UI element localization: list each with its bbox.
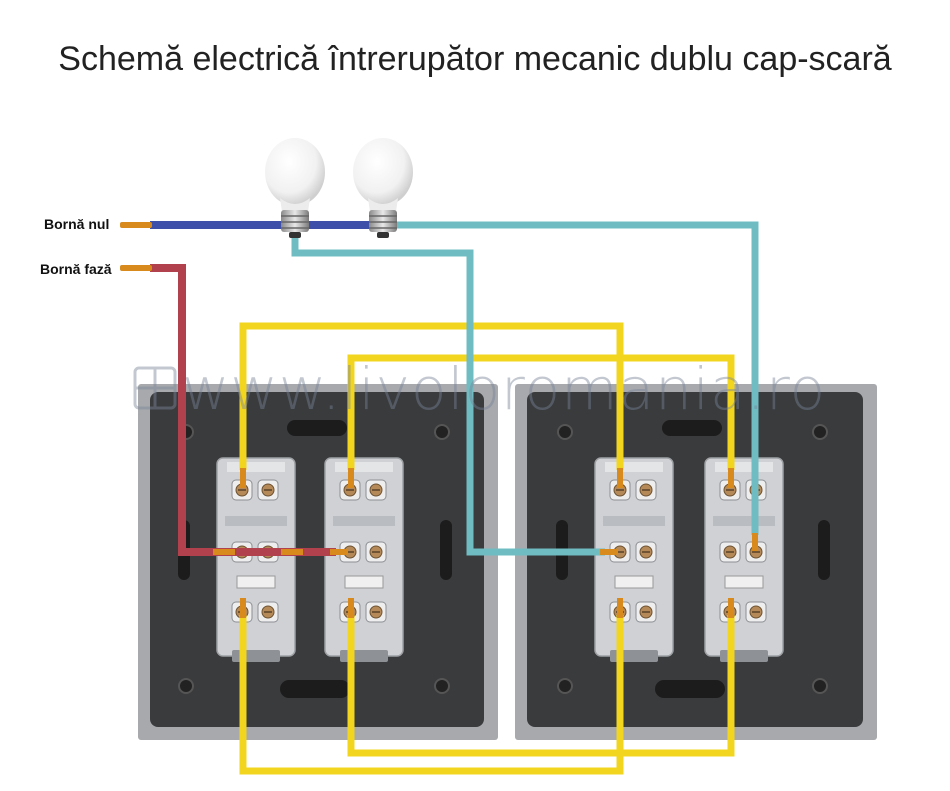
phase-copper-end [120,265,152,271]
lamp-return-wire-1 [291,237,605,556]
lamp-return-wire-2 [390,221,759,535]
diagram-title: Schemă electrică întrerupător mecanic du… [58,40,892,78]
terminal-block [216,457,296,662]
phase-wire [150,264,336,556]
traveler-wires [239,322,735,775]
traveler-wire-d [347,615,735,757]
switch-plate-left [138,384,498,740]
bulb-icon [265,138,325,238]
copper-stubs [213,468,758,618]
plate-inner [150,392,484,727]
terminal-block [594,457,674,662]
terminal-block [324,457,404,662]
traveler-wire-c [239,615,624,775]
plate-inner [527,392,863,727]
neutral-copper-end [120,222,152,228]
traveler-wire-a [239,322,624,470]
neutral-terminal-label: Bornă nul [44,216,110,232]
phase-terminal-label: Bornă fază [40,261,112,277]
watermark-logo-icon [133,366,177,410]
watermark-text: www.livoloromania.ro [182,355,827,423]
bulb-icon [353,138,413,238]
terminal-block [704,457,784,662]
traveler-wire-b [347,354,735,470]
switch-plate-right [515,384,877,740]
